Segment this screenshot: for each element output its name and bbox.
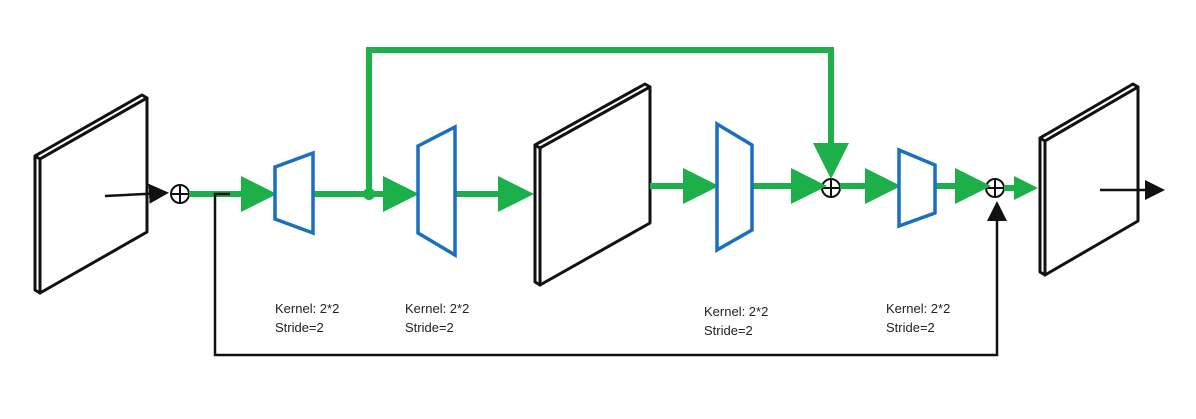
middle-feature-map [533, 82, 652, 287]
conv3-label: Kernel: 2*2 Stride=2 [704, 304, 768, 338]
conv1-label: Kernel: 2*2 Stride=2 [275, 301, 339, 335]
conv2-label: Kernel: 2*2 Stride=2 [405, 301, 469, 335]
conv-block-2 [416, 124, 457, 259]
sum-node-2 [821, 178, 841, 198]
conv2-stride-label: Stride=2 [405, 320, 454, 335]
conv1-kernel-label: Kernel: 2*2 [275, 301, 339, 316]
output-feature-map [1038, 82, 1140, 277]
conv4-kernel-label: Kernel: 2*2 [886, 301, 950, 316]
input-arrow [104, 183, 169, 204]
black-skip-connection [213, 192, 1007, 357]
conv1-stride-label: Stride=2 [275, 320, 324, 335]
conv-block-4 [897, 147, 937, 229]
conv4-label: Kernel: 2*2 Stride=2 [886, 301, 950, 335]
branch-dot [363, 188, 375, 200]
conv4-stride-label: Stride=2 [886, 320, 935, 335]
sum-node-3 [985, 178, 1005, 198]
conv-block-3 [715, 120, 754, 254]
conv2-kernel-label: Kernel: 2*2 [405, 301, 469, 316]
input-feature-map [33, 93, 149, 295]
conv3-stride-label: Stride=2 [704, 323, 753, 338]
sum-node-1 [170, 184, 190, 204]
main-path [189, 47, 1038, 212]
conv3-kernel-label: Kernel: 2*2 [704, 304, 768, 319]
green-skip-connection [366, 47, 849, 194]
conv-block-1 [273, 150, 315, 236]
